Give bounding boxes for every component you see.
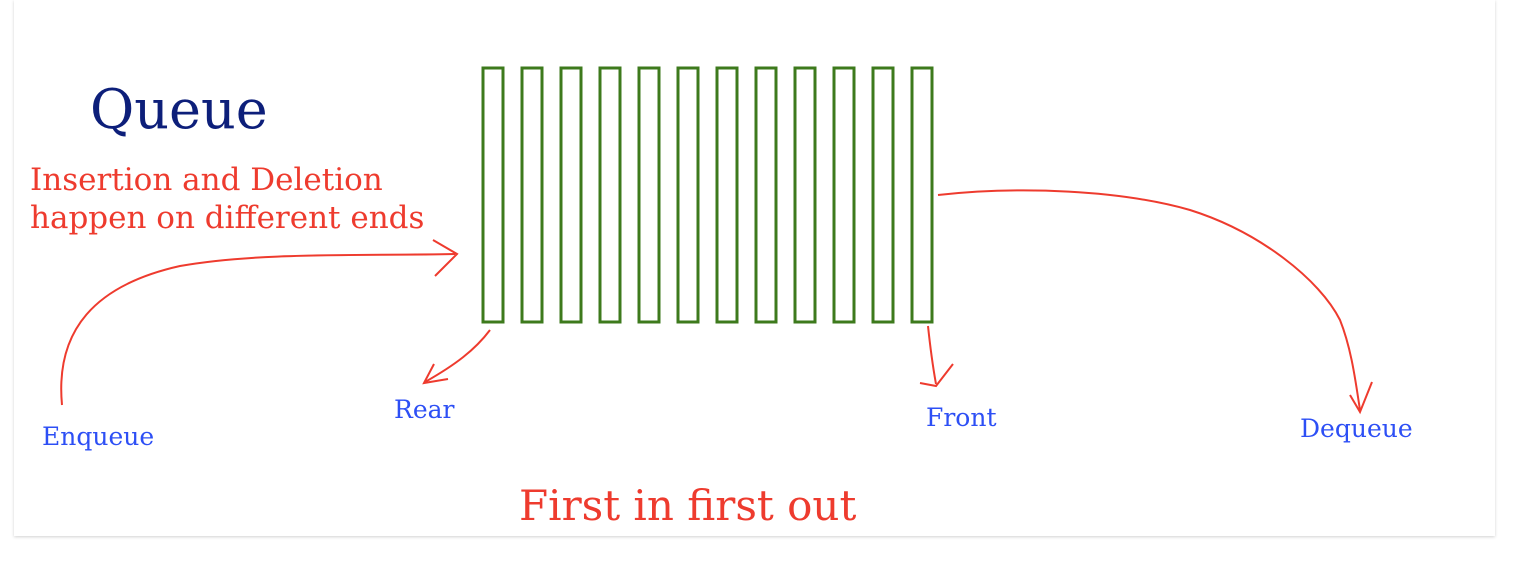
fifo-caption: First in first out <box>519 481 856 530</box>
queue-slot <box>871 66 895 324</box>
queue-slot <box>637 66 661 324</box>
queue-slot <box>598 66 622 324</box>
front-arrow <box>919 325 954 388</box>
queue-slot <box>754 66 778 324</box>
queue-slot <box>520 66 544 324</box>
queue-slot <box>793 66 817 324</box>
queue-slot <box>832 66 856 324</box>
queue-slot <box>676 66 700 324</box>
dequeue-label: Dequeue <box>1300 414 1413 443</box>
queue-slots <box>481 66 934 324</box>
rear-arrow <box>422 329 491 385</box>
description-line-1: Insertion and Deletion <box>30 162 383 198</box>
dequeue-arrow <box>937 189 1373 415</box>
enqueue-label: Enqueue <box>42 422 154 451</box>
rear-label: Rear <box>394 395 455 424</box>
diagram-title: Queue <box>90 78 268 141</box>
queue-slot <box>559 66 583 324</box>
description-line-2: happen on different ends <box>30 200 424 236</box>
front-label: Front <box>926 403 997 432</box>
enqueue-arrow <box>60 239 459 406</box>
queue-slot <box>481 66 505 324</box>
queue-slot <box>715 66 739 324</box>
queue-slot <box>910 66 934 324</box>
